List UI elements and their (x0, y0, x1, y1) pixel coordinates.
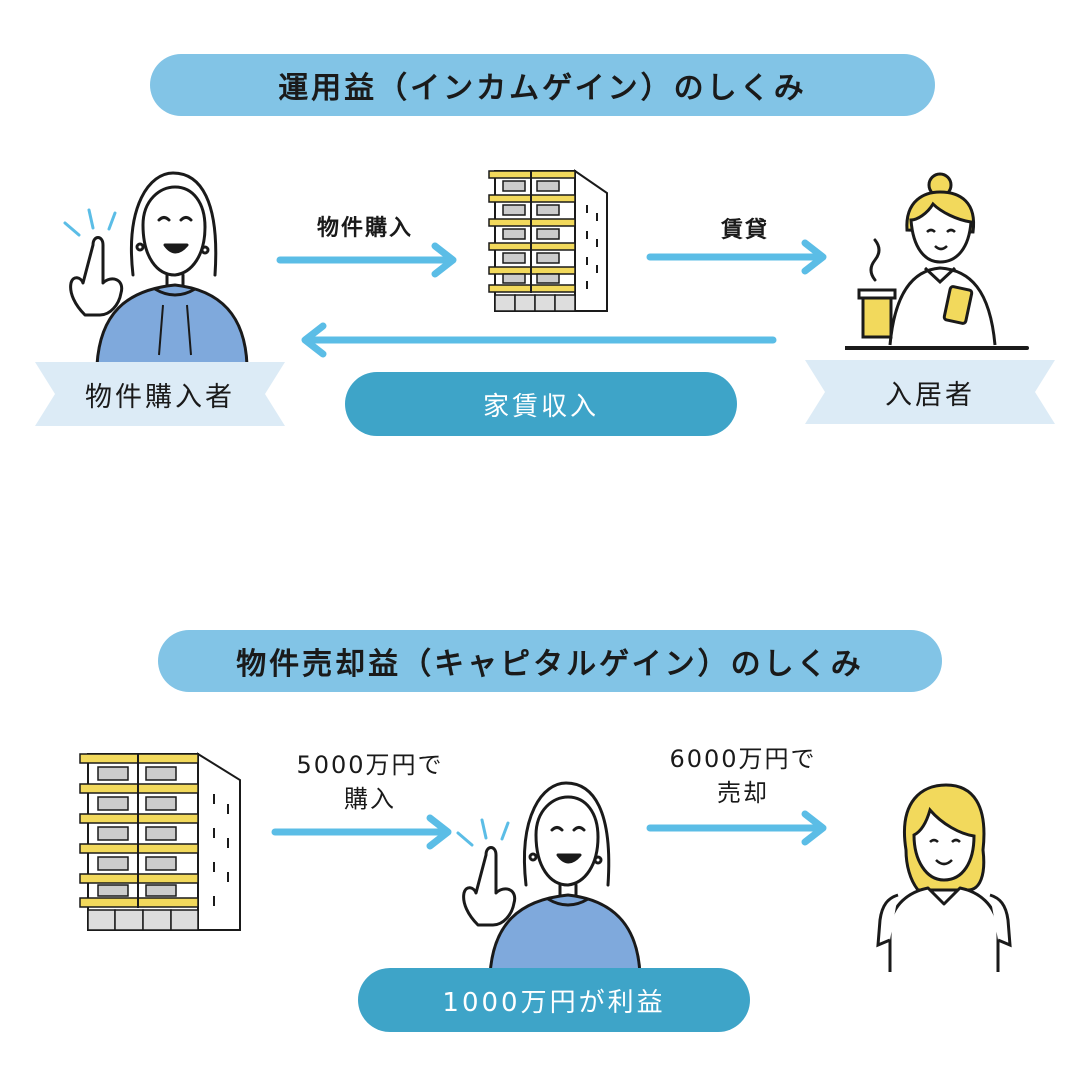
income-gain-title-text: 運用益（インカムゲイン）のしくみ (278, 71, 807, 106)
buyer-label: 物件購入者 (85, 381, 235, 413)
rent-income-arrow (301, 322, 777, 358)
purchaser-woman-illustration (876, 783, 1012, 972)
sale-arrow (646, 810, 827, 846)
buy-arrow-label: 物件購入 (316, 216, 413, 241)
capital-gain-title: 物件売却益（キャピタルゲイン）のしくみ (158, 630, 942, 692)
buy-arrow (276, 242, 457, 278)
tenant-woman-illustration (845, 172, 1029, 350)
profit-pill: 1000万円が利益 (358, 968, 750, 1032)
income-gain-title: 運用益（インカムゲイン）のしくみ (150, 54, 935, 116)
rent-arrow-label: 賃貸 (720, 218, 769, 243)
purchase-price-line1: 5000万円で (296, 751, 444, 779)
buyer-woman-illustration (63, 171, 249, 365)
seller-woman-illustration (456, 781, 642, 975)
sale-price-line1: 6000万円で (669, 745, 817, 773)
purchase-arrow (271, 814, 452, 850)
sale-price-label: 6000万円で 売却 (648, 742, 838, 810)
capital-gain-title-text: 物件売却益（キャピタルゲイン）のしくみ (236, 647, 864, 682)
apartment-building-sale (79, 752, 241, 931)
tenant-banner: 入居者 (805, 360, 1055, 424)
apartment-building (488, 169, 608, 312)
tenant-label: 入居者 (885, 379, 975, 411)
sale-price-line2: 売却 (717, 779, 769, 807)
buyer-banner: 物件購入者 (35, 362, 285, 426)
purchase-price-label: 5000万円で 購入 (275, 748, 465, 816)
rent-income-pill: 家賃収入 (345, 372, 737, 436)
profit-label: 1000万円が利益 (442, 987, 666, 1018)
rent-income-label: 家賃収入 (482, 391, 599, 422)
purchase-price-line2: 購入 (344, 785, 396, 813)
rent-arrow (646, 239, 827, 275)
